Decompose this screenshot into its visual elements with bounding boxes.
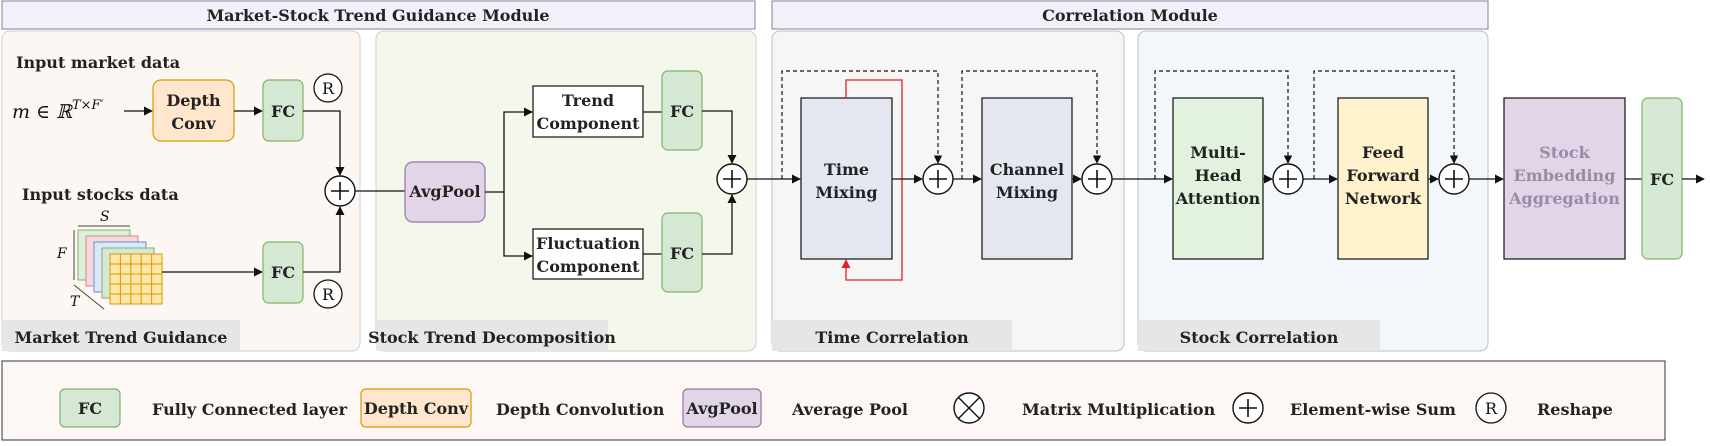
- svg-text:Element-wise Sum: Element-wise Sum: [1290, 400, 1456, 419]
- fc-block-stocks: FC: [262, 241, 304, 304]
- svg-text:Depth Conv: Depth Conv: [364, 399, 469, 418]
- svg-text:Market Trend Guidance: Market Trend Guidance: [15, 328, 228, 347]
- market-formula: m ∈ ℝT×F′: [12, 98, 104, 123]
- market-module-header: Market-Stock Trend Guidance Module: [1, 0, 756, 30]
- legend-reshape: R Reshape: [1475, 392, 1613, 424]
- svg-text:R: R: [322, 79, 335, 98]
- axis-f-label: F: [56, 246, 68, 262]
- svg-text:Mixing: Mixing: [815, 183, 877, 202]
- svg-text:Forward: Forward: [1346, 166, 1419, 185]
- svg-text:Depth Convolution: Depth Convolution: [496, 400, 665, 419]
- time-mixing-block: Time Mixing: [800, 97, 893, 260]
- svg-text:Average Pool: Average Pool: [791, 400, 908, 419]
- svg-text:AvgPool: AvgPool: [408, 182, 480, 201]
- input-stocks-title: Input stocks data: [22, 185, 179, 204]
- correlation-module-header: Correlation Module: [771, 0, 1489, 30]
- legend-avgpool: AvgPool Average Pool: [682, 388, 908, 428]
- svg-text:Attention: Attention: [1175, 189, 1261, 208]
- svg-text:Fully Connected layer: Fully Connected layer: [152, 400, 348, 419]
- fluctuation-component-block: Fluctuation Component: [532, 228, 644, 280]
- svg-text:Multi-: Multi-: [1190, 143, 1246, 162]
- multi-head-attention-block: Multi- Head Attention: [1172, 97, 1264, 260]
- sum-icon-market: [324, 175, 356, 207]
- svg-text:Embedding: Embedding: [1514, 166, 1616, 185]
- time-correlation-label: Time Correlation: [772, 320, 1012, 351]
- svg-text:R: R: [1485, 399, 1498, 418]
- legend-panel: [1, 360, 1666, 441]
- svg-text:Head: Head: [1195, 166, 1242, 185]
- svg-text:Correlation Module: Correlation Module: [1042, 6, 1218, 25]
- legend-sum: Element-wise Sum: [1232, 392, 1456, 424]
- svg-text:FC: FC: [271, 102, 295, 121]
- svg-text:FC: FC: [271, 263, 295, 282]
- svg-text:Stock: Stock: [1539, 143, 1590, 162]
- svg-text:R: R: [322, 285, 335, 304]
- svg-text:Channel: Channel: [990, 160, 1064, 179]
- svg-text:Time: Time: [824, 160, 869, 179]
- svg-text:Component: Component: [536, 114, 640, 133]
- fc-block-market: FC: [262, 79, 304, 142]
- svg-text:FC: FC: [1650, 170, 1674, 189]
- stock-data-cube-icon: [73, 225, 163, 310]
- reshape-icon-top: R: [313, 73, 343, 103]
- reshape-icon-bottom: R: [313, 279, 343, 309]
- stock-trend-label: Stock Trend Decomposition: [368, 320, 616, 351]
- stock-embedding-aggregation-block: Stock Embedding Aggregation: [1503, 97, 1626, 260]
- depth-conv-block: Depth Conv: [152, 79, 235, 142]
- svg-text:Feed: Feed: [1362, 143, 1404, 162]
- svg-text:FC: FC: [670, 102, 694, 121]
- svg-text:Conv: Conv: [171, 114, 216, 133]
- svg-text:Depth: Depth: [166, 91, 221, 110]
- legend-matmul: Matrix Multiplication: [953, 392, 1216, 424]
- sum-icon-attention: [1272, 163, 1304, 195]
- svg-text:AvgPool: AvgPool: [685, 399, 757, 418]
- svg-text:Aggregation: Aggregation: [1508, 189, 1620, 208]
- fc-block-trend: FC: [661, 70, 703, 151]
- svg-text:Time Correlation: Time Correlation: [815, 328, 969, 347]
- matrix-multiplication-icon: [953, 392, 985, 424]
- svg-text:Network: Network: [1345, 189, 1422, 208]
- avgpool-block: AvgPool: [404, 161, 486, 223]
- channel-mixing-block: Channel Mixing: [981, 97, 1073, 260]
- svg-text:Matrix Multiplication: Matrix Multiplication: [1022, 400, 1216, 419]
- svg-text:FC: FC: [670, 244, 694, 263]
- fc-block-output: FC: [1641, 97, 1683, 260]
- market-trend-label: Market Trend Guidance: [2, 320, 240, 351]
- element-wise-sum-icon: [1232, 392, 1264, 424]
- sum-icon-time-mixing: [922, 163, 954, 195]
- svg-text:Market-Stock Trend Guidance Mo: Market-Stock Trend Guidance Module: [206, 6, 549, 25]
- input-market-title: Input market data: [16, 53, 180, 72]
- svg-text:Stock Trend Decomposition: Stock Trend Decomposition: [368, 328, 616, 347]
- legend-fc: FC Fully Connected layer: [59, 388, 348, 428]
- trend-component-block: Trend Component: [532, 85, 644, 138]
- sum-icon-ffn: [1438, 163, 1470, 195]
- fc-block-fluct: FC: [661, 212, 703, 293]
- svg-text:Stock Correlation: Stock Correlation: [1180, 328, 1339, 347]
- svg-text:FC: FC: [78, 399, 102, 418]
- axis-t-label: T: [70, 294, 81, 310]
- axis-s-label: S: [100, 209, 110, 225]
- svg-text:Trend: Trend: [562, 91, 614, 110]
- svg-text:Mixing: Mixing: [996, 183, 1058, 202]
- legend-depth-conv: Depth Conv Depth Convolution: [360, 388, 665, 428]
- sum-icon-decomp: [716, 163, 748, 195]
- reshape-icon: R: [1475, 392, 1507, 424]
- svg-text:Reshape: Reshape: [1537, 400, 1613, 419]
- stock-correlation-label: Stock Correlation: [1138, 320, 1380, 351]
- svg-text:Component: Component: [536, 257, 640, 276]
- sum-icon-channel-mixing: [1081, 163, 1113, 195]
- svg-text:Fluctuation: Fluctuation: [536, 234, 640, 253]
- feed-forward-block: Feed Forward Network: [1337, 97, 1429, 260]
